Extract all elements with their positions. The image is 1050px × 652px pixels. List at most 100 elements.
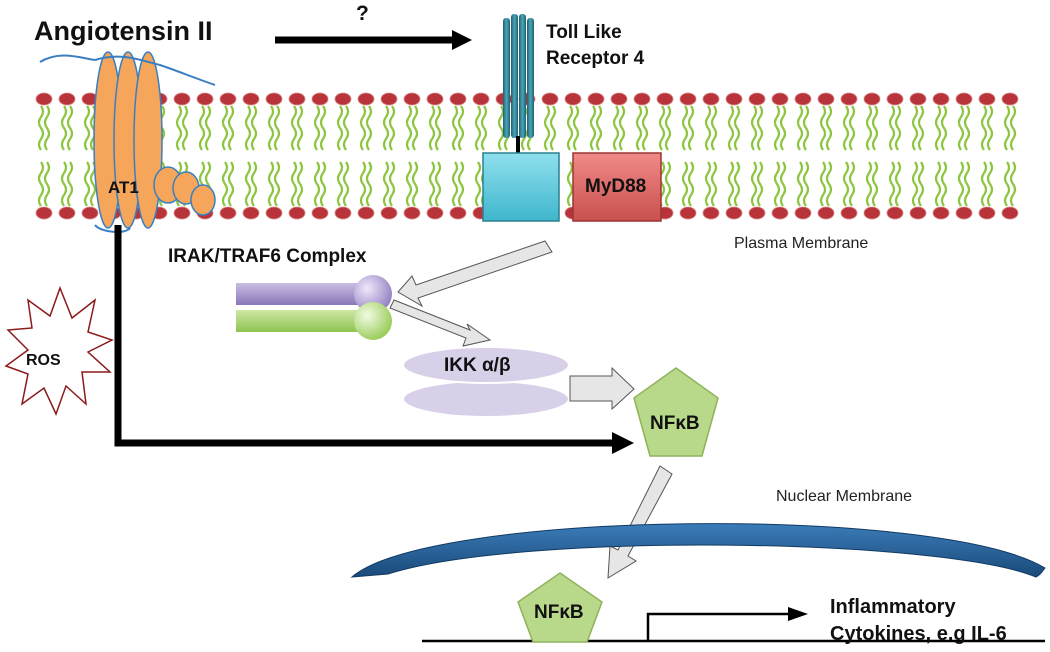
lipid-head [932,206,950,220]
lipid-tail [848,105,856,151]
lipid-tail [250,105,258,151]
lipid-tail [1003,105,1011,151]
lipid-head [725,92,743,106]
lipid-tail [388,105,396,151]
lipid-tail [457,161,465,207]
angiotensin-label: Angiotensin II [34,16,213,46]
irak-traf6-label: IRAK/TRAF6 Complex [168,246,367,267]
transcription-arrow [646,607,808,641]
lipid-tail [37,161,45,207]
lipid-tail [365,105,373,151]
lipid-head [357,206,375,220]
lipid-tail [779,161,787,207]
lipid-tail [359,105,367,151]
lipid-tail [940,105,948,151]
lipid-tail [572,105,580,151]
lipid-tail [336,105,344,151]
tlr4-label-line2: Receptor 4 [546,48,645,69]
lipid-head [265,206,283,220]
lipid-tail [888,105,896,151]
lipid-tail [43,105,51,151]
lipid-tail [221,161,229,207]
lipid-head [173,92,191,106]
lipid-head [35,206,53,220]
lipid-tail [687,161,695,207]
lipid-tail [980,105,988,151]
lipid-tail [773,161,781,207]
lipid-tail [549,105,557,151]
myd88-label: MyD88 [585,176,647,197]
lipid-head [311,206,329,220]
lipid-tail [733,105,741,151]
lipid-tail [917,161,925,207]
lipid-head [449,92,467,106]
lipid-tail [963,105,971,151]
lipid-tail [756,161,764,207]
lipid-head [840,92,858,106]
lipid-tail [888,161,896,207]
lipid-tail [290,105,298,151]
lipid-head [978,92,996,106]
lipid-tail [917,105,925,151]
lipid-tail [819,105,827,151]
lipid-head [403,92,421,106]
lipid-tail [198,105,206,151]
lipid-tail [710,161,718,207]
ikk-complex [402,346,570,418]
lipid-head [978,206,996,220]
lipid-head [426,92,444,106]
lipid-head [817,206,835,220]
lipid-tail [687,105,695,151]
lipid-head [380,206,398,220]
lipid-tail [848,161,856,207]
lipid-tail [894,105,902,151]
lipid-tail [434,161,442,207]
nfkb-cytoplasmic [633,367,719,457]
lipid-head [81,206,99,220]
lipid-head [771,206,789,220]
lipid-tail [566,105,574,151]
lipid-tail [336,161,344,207]
lipid-tail [756,105,764,151]
lipid-tail [635,105,643,151]
lipid-head [58,92,76,106]
nfkb-to-nucleus-arrow [607,465,673,579]
lipid-tail [319,161,327,207]
lipid-tail [750,105,758,151]
lipid-head [840,206,858,220]
lipid-tail [543,105,551,151]
nuclear-membrane [350,523,1046,578]
lipid-head [426,206,444,220]
lipid-head [725,206,743,220]
lipid-tail [802,105,810,151]
angiotensin-arrow [275,30,472,50]
lipid-head [863,92,881,106]
cytokines-label-line2: Cytokines, e.g IL-6 [830,623,1007,645]
nfkb-nuclear [517,572,603,643]
lipid-tail [980,161,988,207]
lipid-tail [796,161,804,207]
lipid-tail [221,105,229,151]
lipid-tail [871,161,879,207]
lipid-tail [819,161,827,207]
lipid-head [334,206,352,220]
lipid-tail [733,161,741,207]
lipid-tail [727,105,735,151]
lipid-tail [595,105,603,151]
lipid-tail [871,105,879,151]
lipid-head [748,206,766,220]
lipid-tail [727,161,735,207]
lipid-tail [1009,161,1017,207]
ikk-label: IKK α/β [444,355,511,376]
lipid-tail [382,105,390,151]
lipid-tail [175,105,183,151]
lipid-head [472,92,490,106]
lipid-tail [66,161,74,207]
lipid-head [242,206,260,220]
lipid-tail [658,105,666,151]
lipid-head [311,92,329,106]
unknown-link-label: ? [356,2,369,25]
lipid-head [58,206,76,220]
lipid-tail [227,161,235,207]
lipid-head [679,206,697,220]
